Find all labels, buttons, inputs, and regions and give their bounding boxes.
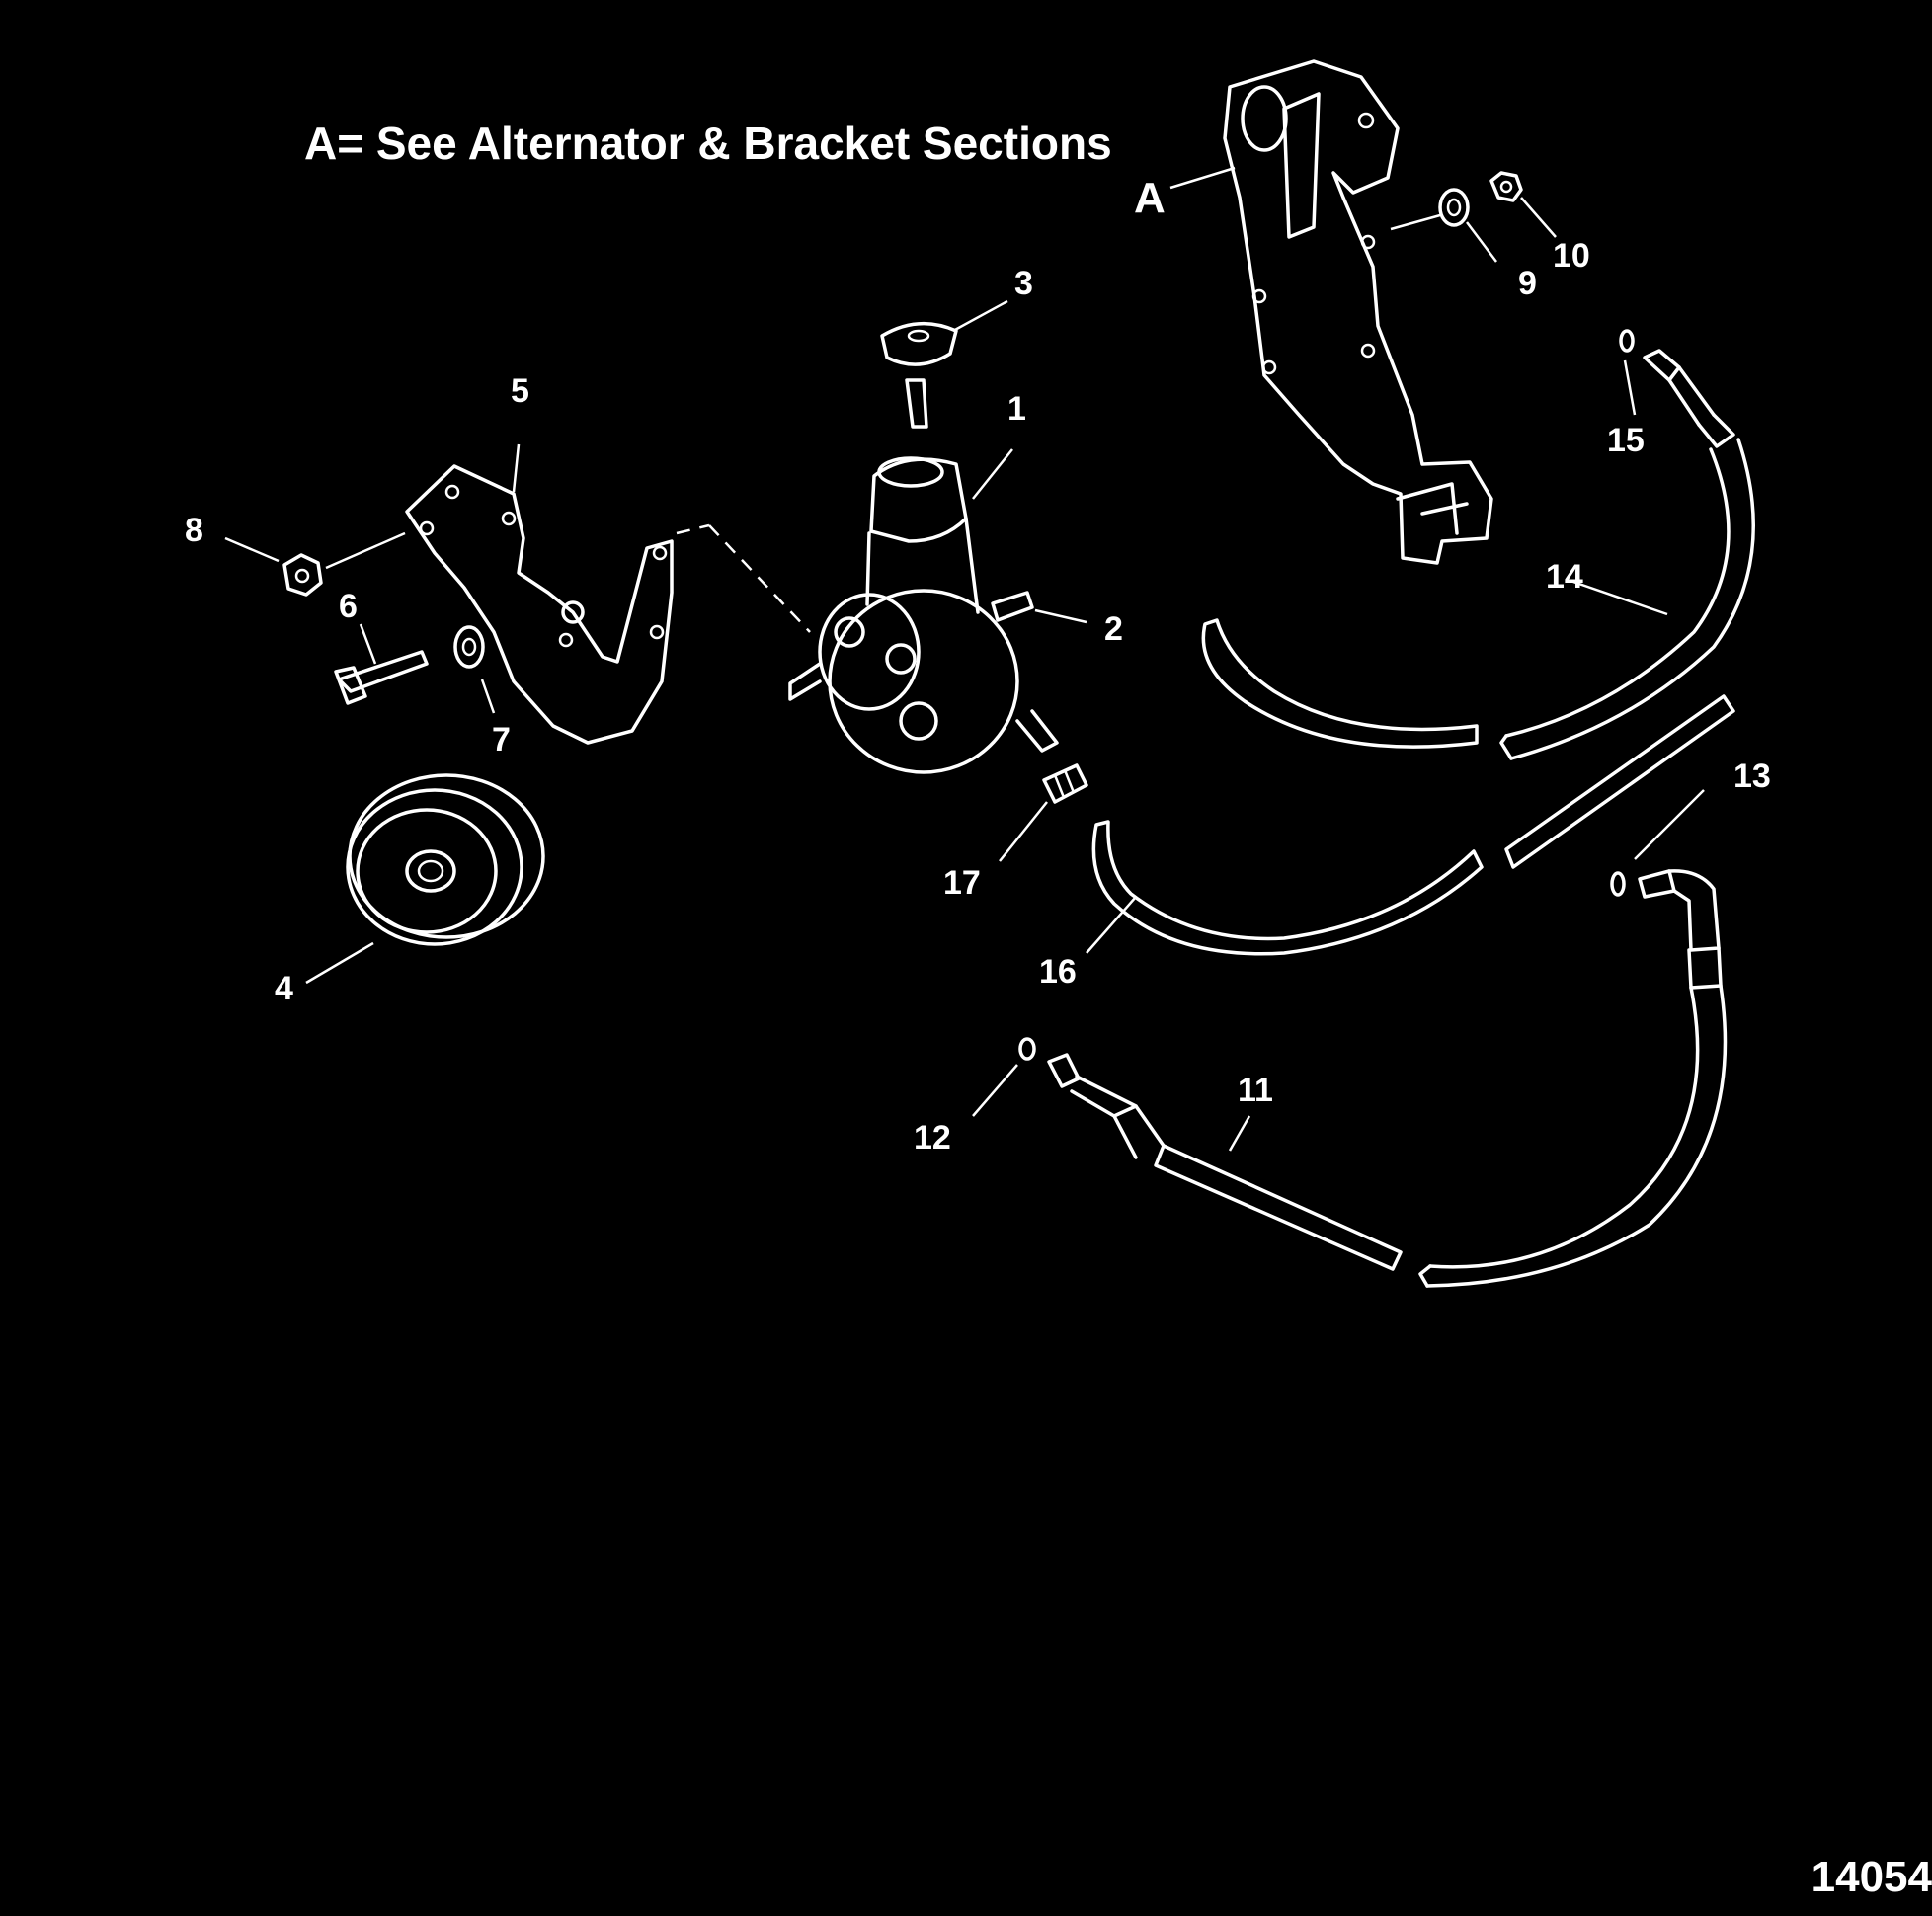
callout-17: 17	[943, 864, 981, 902]
callout-13: 13	[1733, 758, 1771, 795]
power-steering-pump-1	[788, 448, 1059, 774]
callout-3: 3	[1014, 265, 1033, 302]
washer-9	[1438, 188, 1497, 263]
reservoir-cap-3	[880, 299, 1008, 429]
callout-16: 16	[1039, 953, 1077, 991]
pulley-4	[305, 773, 545, 985]
callout-9: 9	[1518, 265, 1537, 302]
hose-11	[1047, 869, 1728, 1288]
callout-11: 11	[1238, 1072, 1273, 1109]
callout-10: 10	[1553, 237, 1590, 275]
o-ring-15	[1619, 329, 1637, 416]
leader-2	[1034, 608, 1087, 624]
hose-14	[1201, 349, 1755, 760]
nut-8	[224, 531, 406, 597]
callout-14: 14	[1546, 558, 1583, 596]
o-ring-13	[1610, 789, 1705, 897]
o-ring-12	[972, 1037, 1036, 1117]
callout-8: 8	[185, 512, 203, 549]
callout-6: 6	[339, 588, 358, 625]
label-bracket-a: A	[1134, 174, 1166, 222]
section-reference-note: A= See Alternator & Bracket Sections	[304, 118, 1112, 169]
washer-7	[453, 625, 496, 714]
pump-bracket-5	[405, 443, 811, 745]
nut-10	[1489, 171, 1557, 238]
callout-15: 15	[1607, 422, 1645, 459]
hose-16	[1086, 694, 1735, 956]
callout-2: 2	[1104, 610, 1123, 648]
callout-12: 12	[914, 1119, 951, 1157]
callout-7: 7	[492, 721, 511, 758]
callout-4: 4	[275, 970, 293, 1007]
alternator-bracket	[1169, 59, 1493, 565]
callout-5: 5	[511, 372, 529, 410]
bolt-6	[334, 623, 429, 705]
callout-1: 1	[1007, 390, 1026, 428]
fitting-17	[999, 763, 1088, 862]
figure-number: 14054	[1811, 1853, 1932, 1901]
